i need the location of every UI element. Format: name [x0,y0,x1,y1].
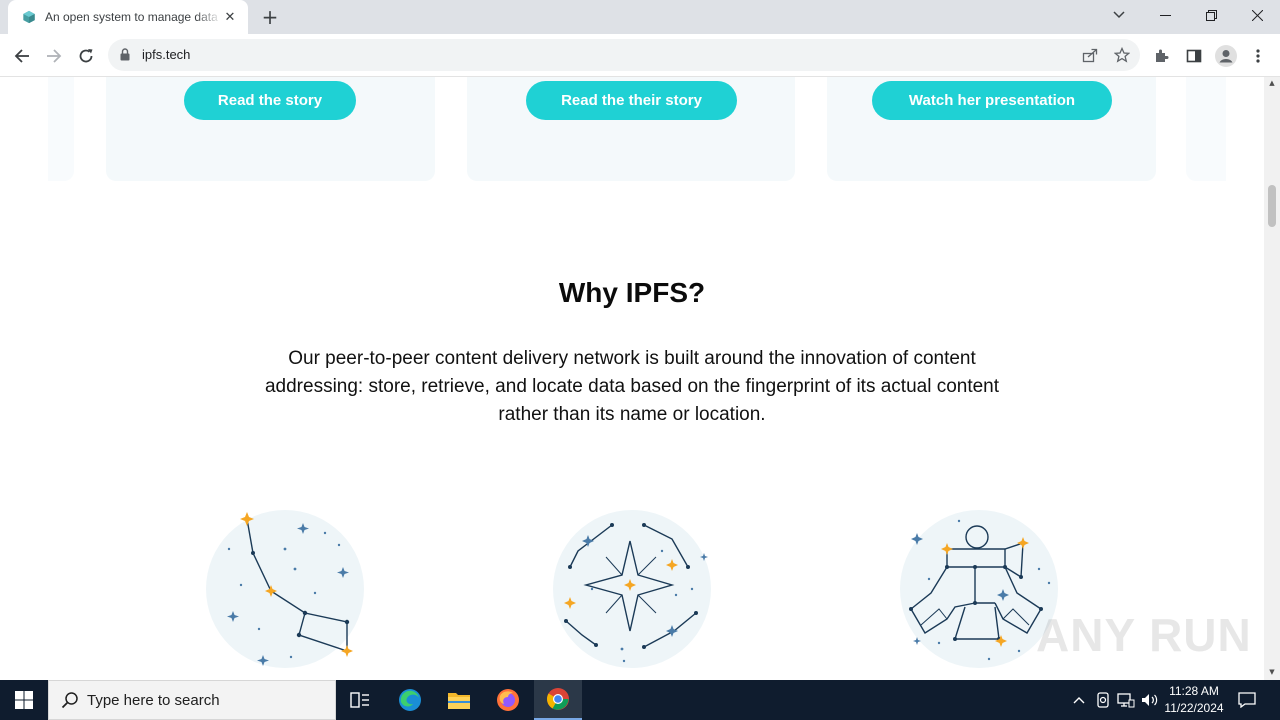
lock-icon[interactable] [120,48,130,61]
compass-star-illustration [553,510,711,668]
windows-taskbar: Type here to search 11:28 AM 11/22/2024 [0,680,1280,720]
network-icon[interactable] [1117,691,1135,709]
carousel-card-partial-right [1186,77,1226,181]
tab-search-chevron-icon[interactable] [1106,4,1132,26]
story-card: Watch her presentation [827,77,1156,181]
chrome-taskbar-icon[interactable] [534,680,582,720]
watermark-logo: ANY RUN [1036,609,1252,661]
taskbar-search-box[interactable]: Type here to search [48,680,336,720]
firefox-icon[interactable] [484,680,532,720]
profile-avatar-icon[interactable] [1214,44,1238,68]
close-window-icon[interactable] [1234,0,1280,30]
address-bar[interactable]: ipfs.tech [108,39,1140,71]
task-view-icon[interactable] [336,680,384,720]
reload-icon[interactable] [72,42,100,70]
story-card: Read the story [106,77,435,181]
search-icon [61,692,78,709]
window-controls [1142,0,1280,30]
read-their-story-button[interactable]: Read the their story [526,81,737,120]
clock-date: 11/22/2024 [1164,701,1224,715]
scroll-thumb[interactable] [1268,185,1276,227]
forward-icon[interactable] [40,42,68,70]
tab-strip: An open system to manage data without a … [0,0,1280,34]
tray-chevron-up-icon[interactable] [1070,691,1088,709]
close-tab-icon[interactable]: ✕ [224,9,236,25]
scroll-up-icon[interactable]: ▲ [1269,79,1275,87]
chrome-menu-icon[interactable] [1246,44,1270,68]
section-description: Our peer-to-peer content delivery networ… [264,348,1000,425]
scroll-down-icon[interactable]: ▼ [1269,668,1275,676]
page-viewport: Read the story Read the their story Watc… [0,77,1264,680]
constellation-dipper-illustration [206,510,364,668]
tab-title: An open system to manage data without a … [45,10,222,24]
read-story-button[interactable]: Read the story [184,81,356,120]
section-title: Why IPFS? [558,277,706,308]
file-explorer-icon[interactable] [435,680,483,720]
share-icon[interactable] [1080,45,1100,65]
page-scrollbar[interactable]: ▲ ▼ [1264,77,1280,680]
carousel-card-partial-left [48,77,74,181]
bookmark-star-icon[interactable] [1112,45,1132,65]
figure-constellation-illustration [900,510,1058,668]
back-icon[interactable] [8,42,36,70]
system-clock[interactable]: 11:28 AM 11/22/2024 [1158,683,1230,717]
ipfs-cube-icon [23,10,35,24]
volume-icon[interactable] [1141,691,1159,709]
watch-presentation-button[interactable]: Watch her presentation [872,81,1112,120]
clock-time: 11:28 AM [1169,684,1219,698]
minimize-icon[interactable] [1142,0,1188,30]
browser-tab[interactable]: An open system to manage data without a … [8,0,248,34]
url-text: ipfs.tech [142,47,191,62]
browser-toolbar: ipfs.tech [0,34,1280,77]
extensions-puzzle-icon[interactable] [1150,44,1174,68]
windows-start-icon[interactable] [0,680,48,720]
notifications-icon[interactable] [1236,690,1258,710]
side-panel-icon[interactable] [1182,44,1206,68]
search-placeholder: Type here to search [87,691,220,709]
edge-browser-icon[interactable] [386,680,434,720]
story-card: Read the their story [467,77,795,181]
new-tab-icon[interactable]: + [261,5,279,29]
restore-icon[interactable] [1188,0,1234,30]
tray-app-icon[interactable] [1094,691,1112,709]
